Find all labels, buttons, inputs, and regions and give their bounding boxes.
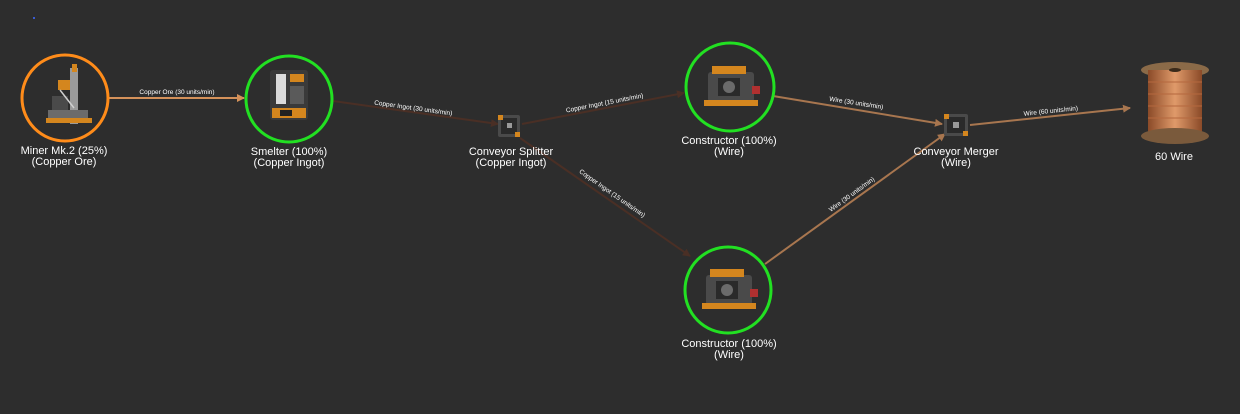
node-label-constructor-top-line2: (Wire)	[714, 146, 744, 158]
node-label-merger-line1: Conveyor Merger	[914, 146, 999, 158]
node-label-splitter-line2: (Copper Ingot)	[476, 157, 547, 169]
conveyor-merger-icon	[944, 114, 968, 136]
edge-label-miner-smelter: Copper Ore (30 units/min)	[139, 89, 214, 96]
node-label-miner-line1: Miner Mk.2 (25%)	[21, 145, 108, 157]
node-label-splitter-line1: Conveyor Splitter	[469, 146, 554, 158]
node-merger[interactable]: Conveyor Merger (Wire)	[914, 114, 999, 169]
node-miner[interactable]: Miner Mk.2 (25%) (Copper Ore)	[20, 53, 110, 168]
node-label-smelter-line2: (Copper Ingot)	[254, 157, 325, 169]
edge-label-constructor-bottom-merger: Wire (30 units/min)	[828, 176, 876, 214]
edge-constructor-top-merger[interactable]: Wire (30 units/min)	[772, 95, 943, 127]
node-label-merger-line2: (Wire)	[941, 157, 971, 169]
node-constructor-bottom[interactable]: Constructor (100%) (Wire)	[681, 245, 777, 361]
node-smelter[interactable]: Smelter (100%) (Copper Ingot)	[244, 54, 334, 169]
node-label-constructor-bottom-line1: Constructor (100%)	[681, 338, 776, 350]
node-label-constructor-bottom-line2: (Wire)	[714, 349, 744, 361]
edge-merger-output[interactable]: Wire (60 units/min)	[969, 104, 1131, 126]
node-splitter[interactable]: Conveyor Splitter (Copper Ingot)	[469, 115, 554, 169]
miner-icon	[46, 64, 92, 124]
smelter-icon	[270, 70, 308, 120]
node-output[interactable]: 60 Wire	[1141, 62, 1209, 163]
node-label-constructor-top-line1: Constructor (100%)	[681, 135, 776, 147]
constructor-icon	[702, 269, 758, 309]
conveyor-splitter-icon	[498, 115, 520, 137]
canvas-marker	[33, 17, 35, 19]
edge-splitter-constructor-top[interactable]: Copper Ingot (15 units/min)	[521, 90, 685, 125]
node-constructor-top[interactable]: Constructor (100%) (Wire)	[681, 41, 777, 158]
wire-spool-icon	[1141, 62, 1209, 144]
edge-miner-smelter[interactable]: Copper Ore (30 units/min)	[109, 89, 245, 102]
constructor-icon	[704, 66, 760, 106]
node-label-smelter-line1: Smelter (100%)	[251, 146, 327, 158]
node-label-miner-line2: (Copper Ore)	[32, 156, 97, 168]
edge-smelter-splitter[interactable]: Copper Ingot (30 units/min)	[332, 100, 499, 127]
edge-label-splitter-constructor-bottom: Copper Ingot (15 units/min)	[578, 168, 647, 219]
node-label-output: 60 Wire	[1155, 151, 1193, 163]
